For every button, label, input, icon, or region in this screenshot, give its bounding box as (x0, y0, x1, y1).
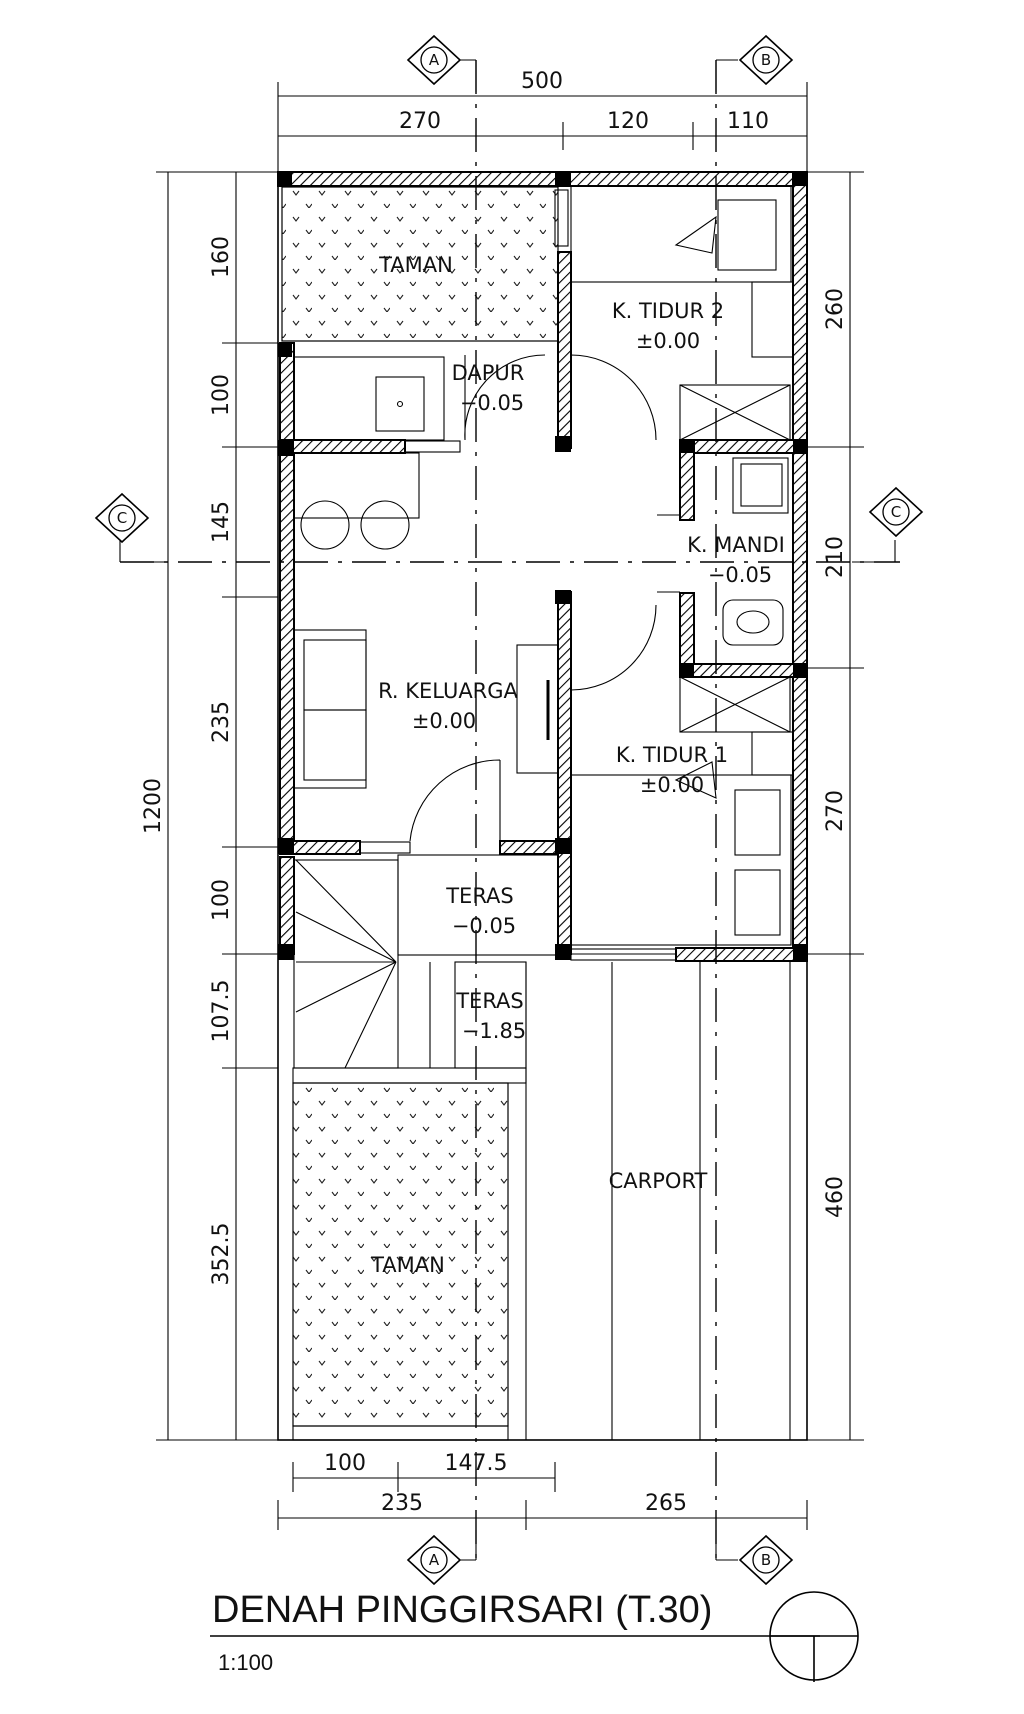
dim-left-5: 100 (209, 879, 234, 921)
title-block: DENAH PINGGIRSARI (T.30) 1:100 (210, 1589, 859, 1682)
dim-left-7: 352.5 (209, 1223, 234, 1286)
room-teras1-name: TERAS (445, 884, 514, 908)
dim-left-total: 1200 (141, 778, 166, 834)
room-keluarga-name: R. KELUARGA (378, 679, 518, 703)
terrace-carport (292, 854, 791, 1441)
room-keluarga-level: ±0.00 (412, 709, 476, 733)
dim-left-2: 100 (209, 374, 234, 416)
room-tidur2-level: ±0.00 (636, 329, 700, 353)
garden-bottom-hatch (292, 1082, 509, 1427)
dim-right-3: 270 (823, 790, 848, 832)
dim-left-4: 235 (209, 701, 234, 743)
dim-left-1: 160 (209, 236, 234, 278)
dim-top-2: 120 (607, 109, 649, 134)
room-mandi-level: −0.05 (708, 563, 772, 587)
dim-bottom-4: 265 (645, 1491, 687, 1516)
dining-chair-2 (360, 500, 410, 550)
room-labels: TAMAN DAPUR −0.05 K. TIDUR 2 ±0.00 K. MA… (370, 253, 785, 1277)
axis-lines (120, 60, 900, 1560)
bed-1 (570, 774, 792, 946)
furniture (293, 185, 794, 946)
dim-bottom-1: 100 (324, 1451, 366, 1476)
drawing-scale: 1:100 (218, 1650, 273, 1675)
dining-chair-1 (300, 500, 350, 550)
walls (277, 171, 808, 962)
room-teras2-level: −1.85 (462, 1019, 526, 1043)
room-taman-top-name: TAMAN (378, 253, 453, 277)
dim-top-3: 110 (727, 109, 769, 134)
dining-table (293, 452, 420, 519)
dim-right-4: 460 (823, 1176, 848, 1218)
dim-top-total: 500 (521, 69, 563, 94)
wardrobe-2 (751, 281, 794, 358)
room-taman-bottom-name: TAMAN (370, 1253, 445, 1277)
desk-2 (679, 384, 791, 441)
dimension-labels: 500 270 120 110 1200 160 100 145 235 100… (141, 69, 848, 1516)
kitchen-sink (375, 376, 425, 432)
dim-right-1: 260 (823, 288, 848, 330)
room-tidur2-name: K. TIDUR 2 (612, 299, 724, 323)
dimension-lines (156, 82, 864, 1530)
stair-box (293, 859, 399, 1069)
dim-right-2: 210 (823, 536, 848, 578)
room-tidur1-level: ±0.00 (640, 773, 704, 797)
section-markers: A B A B C C (94, 34, 924, 1586)
windows (359, 189, 677, 961)
sofa (293, 629, 367, 789)
section-marker-c-left-label: C (117, 509, 127, 527)
garden-top-hatch (281, 186, 559, 342)
room-teras1-level: −0.05 (452, 914, 516, 938)
room-dapur-level: −0.05 (460, 391, 524, 415)
room-dapur-name: DAPUR (452, 361, 525, 385)
wardrobe-1 (679, 676, 791, 733)
section-marker-b-bottom-label: B (761, 1551, 771, 1569)
dim-left-6: 107.5 (209, 980, 234, 1043)
drawing-title: DENAH PINGGIRSARI (T.30) (212, 1589, 712, 1631)
section-marker-c-right-label: C (891, 503, 901, 521)
dim-top-1: 270 (399, 109, 441, 134)
dim-bottom-2: 147.5 (445, 1451, 508, 1476)
dim-bottom-3: 235 (381, 1491, 423, 1516)
room-tidur1-name: K. TIDUR 1 (616, 743, 728, 767)
room-teras2-name: TERAS (455, 989, 524, 1013)
doors (409, 354, 680, 842)
side-terrace (454, 961, 527, 1069)
room-mandi-name: K. MANDI (687, 533, 785, 557)
bathroom-basin (732, 457, 789, 514)
section-marker-a-top-label: A (429, 51, 440, 69)
bed-2 (570, 185, 792, 283)
squat-toilet (722, 599, 784, 646)
section-marker-b-top-label: B (761, 51, 771, 69)
section-marker-a-bottom-label: A (429, 1551, 440, 1569)
dim-left-3: 145 (209, 501, 234, 543)
room-carport-name: CARPORT (609, 1169, 708, 1193)
kitchen-counter (293, 356, 445, 441)
tv-cabinet (516, 644, 559, 774)
